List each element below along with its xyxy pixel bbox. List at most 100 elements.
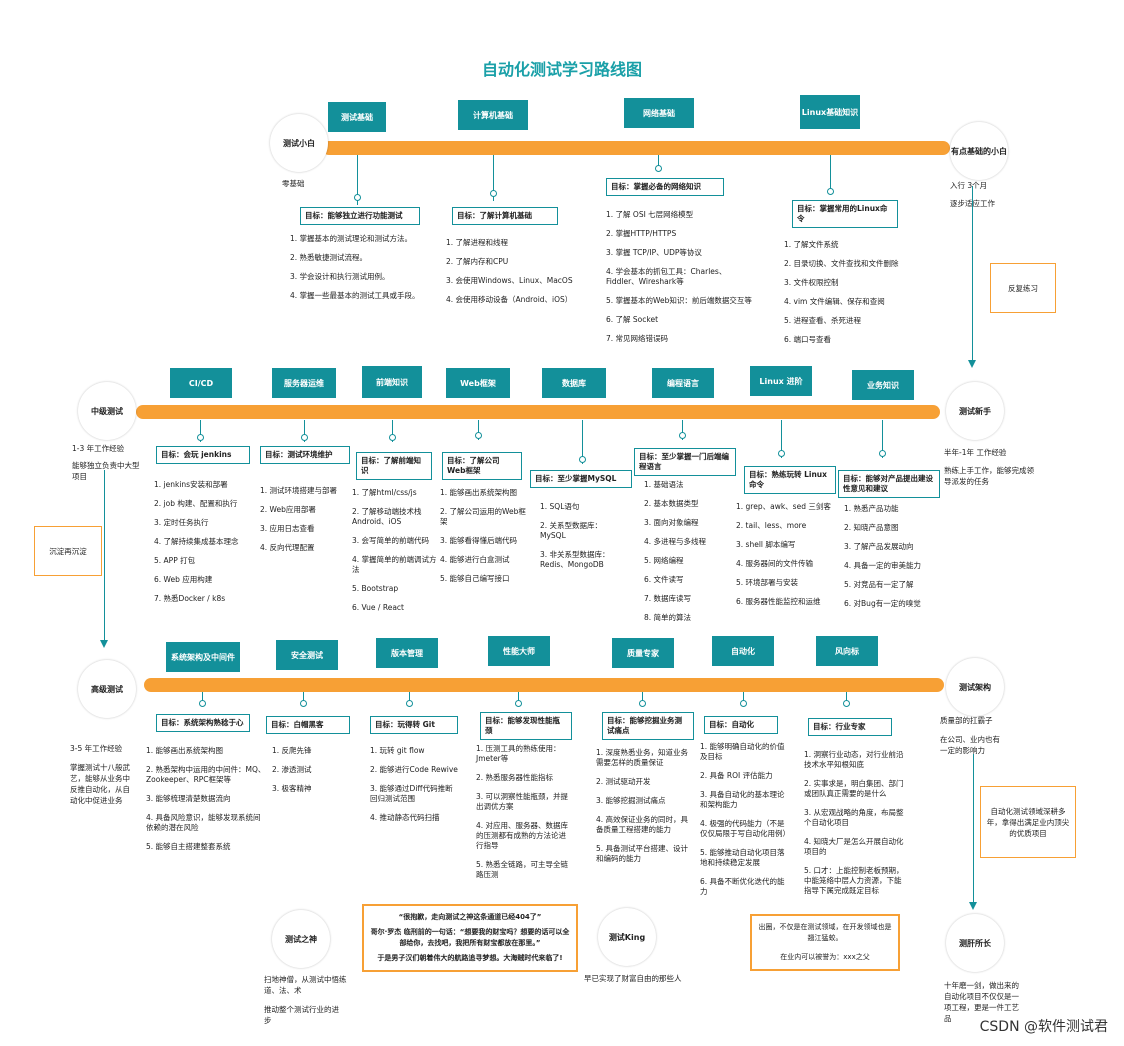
topic-business: 业务知识: [852, 370, 914, 400]
stem: [518, 692, 519, 706]
arrow-head-right-1: [968, 360, 976, 368]
node-dot: [827, 188, 834, 195]
topic-automation: 自动化: [712, 636, 774, 666]
stem: [409, 692, 410, 706]
arrow-line-right-2: [973, 754, 974, 904]
stem: [642, 692, 643, 706]
stage-note-project: 能够独立负责中大型项目: [72, 461, 140, 481]
stage-note-industry: 推动整个测试行业的进步: [264, 1005, 339, 1025]
node-dot: [490, 190, 497, 197]
stage-note-quality-lead: 质量部的扛霸子: [940, 716, 993, 725]
quote-line: 哥尔·罗杰 临刑前的一句话：“想要我的财宝吗？想要的话可以全部给你，去找吧，我把…: [370, 928, 570, 947]
topic-test-basics: 测试基础: [328, 102, 386, 132]
timeline-bar-3: [144, 678, 944, 692]
stage-note-task: 熟练上手工作，能够完成领导派发的任务: [944, 466, 1034, 486]
stage-circle-beginner: 测试小白: [270, 114, 328, 172]
stage-note-halfyear: 半年-1年 工作经验: [944, 448, 1007, 457]
node-dot: [199, 700, 206, 707]
stem: [682, 420, 683, 440]
quote-box-onepiece: “很抱歉，走向测试之神这条通道已经404了” 哥尔·罗杰 临刑前的一句话：“想要…: [362, 904, 578, 972]
stem: [882, 420, 883, 458]
node-dot: [354, 194, 361, 201]
stage-note-1-3y: 1-3 年工作经验: [72, 444, 125, 453]
node-dot: [197, 434, 204, 441]
arrow-line-left: [104, 470, 105, 640]
stem: [392, 420, 393, 442]
stage-circle-god: 测试之神: [272, 910, 330, 968]
stem: [304, 420, 305, 442]
topic-network-basics: 网络基础: [624, 98, 694, 128]
stem: [303, 692, 304, 706]
arrow-line-right-1: [972, 186, 973, 362]
stage-circle-basic: 有点基础的小白: [950, 122, 1008, 180]
goal-test-basics: 目标：能够独立进行功能测试: [300, 207, 420, 225]
watermark: CSDN @软件测试君: [979, 1019, 1108, 1035]
stage-circle-architect: 测试架构: [946, 658, 1004, 716]
goal-programming: 目标：至少掌握一门后端编程语言: [634, 448, 736, 476]
topic-linux-advanced: Linux 进阶: [750, 366, 812, 396]
node-dot: [579, 456, 586, 463]
topic-cicd: CI/CD: [170, 368, 232, 398]
node-dot: [515, 700, 522, 707]
arrow-head-right-2: [969, 902, 977, 910]
page-title: 自动化测试学习路线图: [481, 60, 642, 79]
stem: [743, 692, 744, 706]
goal-network-basics: 目标：掌握必备的网络知识: [606, 178, 724, 196]
stem: [830, 155, 831, 191]
stem: [357, 155, 358, 205]
stage-note-3-5y: 3-5 年工作经验: [70, 744, 123, 753]
node-dot: [406, 700, 413, 707]
topic-computer-basics: 计算机基础: [458, 100, 528, 130]
goal-linux-advanced: 目标：熟练玩转 Linux命令: [744, 466, 836, 494]
topic-quality-expert: 质量专家: [612, 638, 674, 668]
quote-line: 于是男子汉们朝着伟大的航路追寻梦想。大海贼时代来临了!: [377, 954, 563, 962]
stem: [493, 155, 494, 201]
goal-web-framework: 目标：了解公司Web框架: [442, 452, 522, 480]
goal-quality-expert: 目标：能够挖掘业务测试痛点: [602, 712, 694, 740]
stem: [846, 692, 847, 706]
stage-circle-novice: 测试新手: [946, 382, 1004, 440]
node-dot: [389, 434, 396, 441]
stem: [658, 155, 659, 171]
topic-performance: 性能大师: [488, 636, 550, 666]
settle-box: 沉淀再沉淀: [34, 526, 102, 576]
stem: [781, 420, 782, 458]
goal-frontend: 目标：了解前端知识: [356, 452, 432, 480]
stage-circle-intermediate: 中级测试: [78, 382, 136, 440]
stage-note-monk: 扫地神僧，从测试中悟练道、法、术: [264, 975, 347, 995]
stage-circle-senior: 高级测试: [78, 660, 136, 718]
practice-box: 反复练习: [990, 263, 1056, 313]
node-dot: [778, 450, 785, 457]
topic-linux-basics: Linux基础知识: [800, 95, 860, 129]
stage-note-decade: 十年磨一剑，做出来的自动化项目不仅仅是一项工程，更是一件工艺品: [944, 981, 1019, 1023]
node-dot: [740, 700, 747, 707]
goal-trendsetter: 目标：行业专家: [808, 718, 892, 736]
list-test-basics: 1. 掌握基本的测试理论和测试方法。2. 熟悉敏捷测试流程。3. 学会设计和执行…: [290, 234, 420, 300]
node-dot: [879, 450, 886, 457]
expert-box: 自动化测试领域深耕多年，拿得出满足业内顶尖的优质项目: [980, 786, 1076, 858]
timeline-bar-2: [136, 405, 940, 419]
node-dot: [639, 700, 646, 707]
timeline-bar-1: [322, 141, 950, 155]
quote-line: “很抱歉，走向测试之神这条通道已经404了”: [398, 913, 542, 921]
topic-architecture: 系统架构及中间件: [166, 642, 240, 672]
stem: [202, 692, 203, 706]
node-dot: [843, 700, 850, 707]
topic-frontend: 前端知识: [362, 366, 422, 398]
goal-automation: 目标：自动化: [704, 716, 778, 734]
node-dot: [679, 432, 686, 439]
goal-version-control: 目标：玩得转 Git: [370, 716, 458, 734]
quote-line: 出圈，不仅是在测试领域，在开发领域也是翘江猛蛟。: [758, 923, 892, 942]
quote-box-outcircle: 出圈，不仅是在测试领域，在开发领域也是翘江猛蛟。 在业内可以被誉为：xxx之父: [750, 914, 900, 971]
